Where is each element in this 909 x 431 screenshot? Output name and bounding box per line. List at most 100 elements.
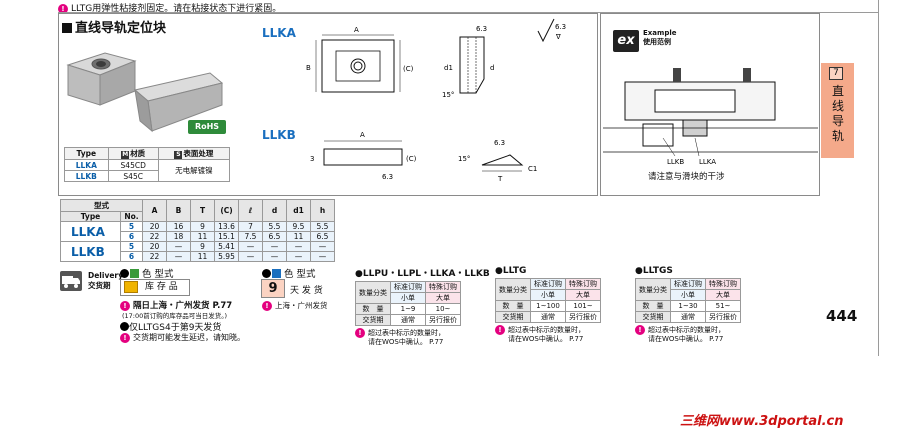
green-square-icon	[130, 269, 139, 278]
dim-c1-label: C1	[528, 165, 537, 173]
qty-size-std: 小单	[390, 292, 426, 304]
dim-d-label: d	[490, 64, 494, 72]
qty-size-spc: 大单	[425, 292, 461, 304]
qty-spc-value: 10~	[425, 303, 461, 315]
product-photo	[66, 52, 224, 133]
page-ref[interactable]: P.77	[429, 338, 444, 346]
note-icon: !	[262, 301, 272, 311]
top-note-text: LLTG用弹性粘接剂固定。请在粘接状态下进行紧固。	[71, 4, 282, 14]
stock-color-type: 色 型式	[120, 266, 174, 280]
dim-value: 7	[238, 221, 263, 232]
quantity-title: ●LLPU・LLPL・LLKA・LLKB	[355, 269, 490, 279]
dim-value: —	[286, 251, 311, 262]
dim-value: 18	[166, 231, 191, 242]
dim-value: 15.1	[214, 231, 239, 242]
note-icon: !	[58, 3, 68, 14]
dim-value: 22	[142, 251, 167, 262]
dim-value: —	[238, 251, 263, 262]
dim-col: h	[310, 199, 335, 222]
title-square-icon	[62, 23, 72, 33]
dim-value: 20	[142, 241, 167, 252]
del-std-value: 通常	[670, 311, 706, 323]
product-title: 直线导轨定位块	[62, 17, 166, 36]
quantity-title: ●LLTG	[495, 266, 527, 276]
dim-3-label: 3	[310, 155, 314, 163]
dim-col: A	[142, 199, 167, 222]
dim-value: 5.41	[214, 241, 239, 252]
del-label: 交货期	[635, 311, 671, 323]
days-label: 天 发 货	[290, 286, 323, 296]
top-divider	[58, 12, 878, 13]
quantity-title: ●LLTGS	[635, 266, 673, 276]
example-caption: 请注意与滑块的干涉	[648, 172, 725, 182]
example-subtitle: 使用范例	[643, 38, 671, 46]
example-drawing: LLKB LLKA	[603, 68, 818, 166]
qty-size-std: 小单	[530, 289, 566, 301]
days-note: !上海・广州发货	[262, 300, 328, 311]
qty-std-value: 1~9	[390, 303, 426, 315]
material-header-type: Type	[64, 147, 109, 160]
qty-hdr: 数量分类	[355, 281, 391, 304]
delivery-label: Delivery 交货期	[88, 271, 123, 291]
qty-std: 标准订购	[390, 281, 426, 293]
black-dot-icon	[262, 269, 271, 278]
quantity-note: !超过表中标示的数量时， 请在WOS中确认。 P.77	[495, 325, 601, 344]
black-dot-icon	[120, 322, 129, 331]
dim-no: 6	[120, 231, 143, 242]
dim-value: 20	[142, 221, 167, 232]
stock-box: 库 存 品	[120, 279, 190, 296]
note-icon: !	[120, 300, 130, 311]
qty-std-value: 1~100	[530, 300, 566, 312]
dim-col: d	[262, 199, 287, 222]
black-dot-icon	[120, 269, 129, 278]
delivery-label-en: Delivery	[88, 271, 124, 280]
qty-spc: 特殊订购	[565, 278, 601, 290]
table-row: 6 22 18 11 15.1 7.5 6.5 11 6.5	[61, 231, 335, 242]
technical-drawing: A B (C) d1 d 6.3 15° 6.3 ∇ A 3 (C) 6.3 T…	[306, 18, 566, 183]
dim-col: ℓ	[238, 199, 263, 222]
dim-value: —	[310, 251, 335, 262]
material-type: LLKA	[64, 159, 109, 171]
page-ref[interactable]: P.77	[569, 335, 584, 343]
chapter-title: 直线导轨	[831, 84, 844, 143]
example-llkb-label: LLKB	[667, 158, 684, 166]
note-icon: !	[635, 325, 645, 335]
example-box	[600, 13, 820, 196]
page-ref[interactable]: P.77	[212, 301, 233, 311]
quantity-note-1: 超过表中标示的数量时，	[648, 326, 725, 334]
dim-value: —	[262, 251, 287, 262]
quantity-block: ●LLPU・LLPL・LLKA・LLKB 数量分类标准订购特殊订购 小单大单 数…	[355, 266, 490, 347]
material-type: LLKB	[64, 170, 109, 182]
qty-spc-value: 101~	[565, 300, 601, 312]
days-color-type-text: 色 型式	[284, 269, 316, 280]
material-value: S45C	[107, 170, 159, 182]
delivery-label-cn: 交货期	[88, 281, 111, 290]
dim-header-no: No.	[120, 211, 143, 222]
delivery-line-2: (17:00前订购的库存品可当日发货。)	[122, 312, 228, 320]
del-std-value: 通常	[390, 314, 426, 326]
dim-a-label: A	[354, 26, 359, 34]
qty-std: 标准订购	[670, 278, 706, 290]
table-row: LLKA 5 20 16 9 13.6 7 5.5 9.5 5.5	[60, 221, 335, 242]
page-ref[interactable]: P.77	[709, 335, 724, 343]
del-std-value: 通常	[530, 311, 566, 323]
qty-spc: 特殊订购	[705, 278, 741, 290]
note-icon: !	[495, 325, 505, 335]
dimension-table: 型式 A B T (C) ℓ d d1 h Type No. LLKA 5 20…	[60, 199, 335, 262]
rohs-badge: RoHS	[188, 120, 226, 134]
example-llka-label: LLKA	[699, 158, 716, 166]
qty-spc-value: 51~	[705, 300, 741, 312]
dim-c-label-b: (C)	[406, 155, 417, 163]
quantity-note: !超过表中标示的数量时， 请在WOS中确认。 P.77	[355, 328, 490, 347]
quantity-note-1: 超过表中标示的数量时，	[508, 326, 585, 334]
qty-size-std: 小单	[670, 289, 706, 301]
dim-value: 22	[142, 231, 167, 242]
qty-std: 标准订购	[530, 278, 566, 290]
days-note-text: 上海・广州发货	[275, 301, 328, 310]
dim-d1-label: d1	[444, 64, 453, 72]
